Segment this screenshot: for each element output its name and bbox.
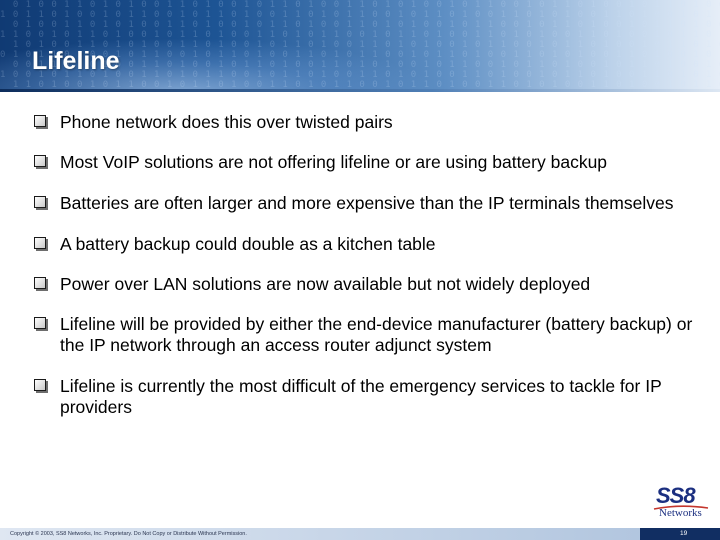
bullet-text: Most VoIP solutions are not offering lif…: [60, 152, 608, 172]
binary-pattern-decoration: 0 1 0 0 1 1 0 1 0 1 0 0 1 1 0 1 0 0 1 0 …: [0, 0, 720, 90]
bullet-text: A battery backup could double as a kitch…: [60, 234, 436, 254]
logo-swoosh-icon: [653, 505, 709, 510]
bullet-text: Lifeline will be provided by either the …: [60, 314, 693, 355]
bullet-text: Lifeline is currently the most difficult…: [60, 376, 662, 417]
bullet-text: Power over LAN solutions are now availab…: [60, 274, 591, 294]
logo-mark: SS8: [656, 483, 696, 508]
bullet-text: Phone network does this over twisted pai…: [60, 112, 393, 132]
hollow-square-bullet-icon: [34, 277, 46, 289]
logo-subtext: Networks: [659, 507, 702, 519]
hollow-square-bullet-icon: [34, 237, 46, 249]
bullet-item: Lifeline will be provided by either the …: [34, 314, 704, 356]
footer-bar: Copyright © 2003, SS8 Networks, Inc. Pro…: [0, 528, 720, 540]
bullet-item: Lifeline is currently the most difficult…: [34, 376, 704, 418]
page-number-box: [640, 528, 720, 540]
footer-band: [0, 528, 640, 540]
copyright-notice: Copyright © 2003, SS8 Networks, Inc. Pro…: [10, 531, 247, 537]
header-banner: 0 1 0 0 1 1 0 1 0 1 0 0 1 1 0 1 0 0 1 0 …: [0, 0, 720, 92]
hollow-square-bullet-icon: [34, 155, 46, 167]
bullet-item: Power over LAN solutions are now availab…: [34, 274, 704, 295]
company-logo: SS8 Networks: [652, 484, 710, 520]
bullet-text: Batteries are often larger and more expe…: [60, 193, 674, 213]
hollow-square-bullet-icon: [34, 115, 46, 127]
bullet-item: A battery backup could double as a kitch…: [34, 234, 704, 255]
header-rule: [0, 89, 720, 92]
bullet-item: Most VoIP solutions are not offering lif…: [34, 152, 704, 173]
hollow-square-bullet-icon: [34, 379, 46, 391]
slide-title: Lifeline: [32, 47, 120, 75]
hollow-square-bullet-icon: [34, 196, 46, 208]
bullet-item: Batteries are often larger and more expe…: [34, 193, 704, 214]
bullet-item: Phone network does this over twisted pai…: [34, 112, 704, 133]
bullet-list: Phone network does this over twisted pai…: [34, 112, 704, 418]
hollow-square-bullet-icon: [34, 317, 46, 329]
page-number: 19: [680, 530, 688, 537]
